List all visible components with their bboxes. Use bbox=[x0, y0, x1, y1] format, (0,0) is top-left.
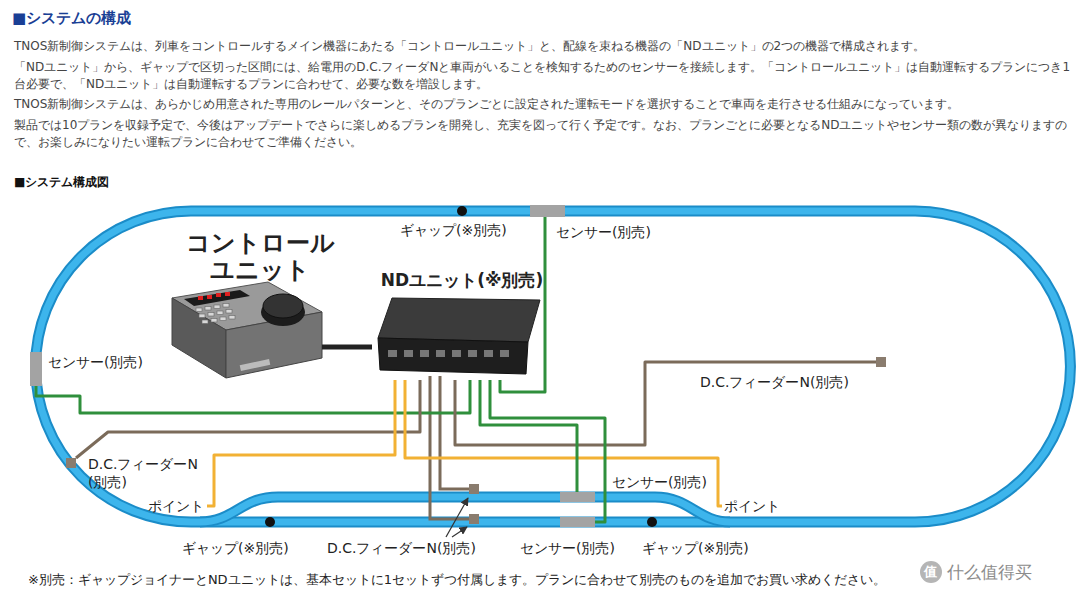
gap-dot bbox=[265, 517, 275, 527]
sensor: センサー(別売) bbox=[30, 352, 42, 386]
feeder-text: D.C.フィーダーN(別売) bbox=[700, 374, 710, 392]
leader-arrow bbox=[446, 498, 468, 537]
gap-label-text: ギャップ(※別売) bbox=[398, 222, 510, 240]
track-oval bbox=[36, 211, 1071, 522]
wire bbox=[76, 380, 420, 458]
control-unit-text: コントロール ユニット bbox=[185, 230, 335, 284]
watermark: 什么值得买 bbox=[947, 561, 1032, 584]
gap-label-text: ギャップ(※別売) bbox=[640, 540, 752, 558]
feeder-text: D.C.フィーダーN (別売) bbox=[88, 456, 206, 491]
leader-arrow bbox=[452, 527, 467, 537]
sensor: センサー(別売) bbox=[560, 517, 595, 527]
wire bbox=[405, 380, 722, 506]
feeder: D.C.フィーダーN(別売) bbox=[876, 357, 886, 367]
wire bbox=[207, 380, 395, 506]
sensor-text: センサー(別売) bbox=[612, 474, 647, 492]
nd-unit-text: NDユニット(※別売) bbox=[372, 268, 552, 292]
footnote: ※別売：ギャップジョイナーとNDユニットは、基本セットに1セットずつ付属します。… bbox=[28, 571, 886, 589]
sensor-text: センサー(別売) bbox=[556, 224, 591, 242]
control-cable bbox=[322, 345, 372, 350]
gap-label: ギャップ(※別売) bbox=[180, 540, 292, 558]
body-text: 製品では10プランを収録予定で、今後はアップデートでさらに楽しめるプランを開発し… bbox=[14, 117, 1072, 151]
point-label-text: ポイント bbox=[146, 498, 207, 516]
feeder-marker bbox=[469, 514, 479, 524]
gap-dot bbox=[647, 517, 657, 527]
sensor-text: センサー(別売) bbox=[520, 540, 555, 558]
wire bbox=[490, 380, 605, 522]
sensor: センサー(別売) bbox=[560, 492, 595, 502]
point-label: ポイント bbox=[722, 498, 783, 516]
gap-label: ギャップ(※別売) bbox=[398, 222, 510, 240]
feeder-label: D.C.フィーダーN(別売) bbox=[325, 540, 479, 558]
watermark-icon-text: 值 bbox=[924, 563, 937, 581]
sensor-text: センサー(別売) bbox=[48, 354, 60, 372]
sensor: センサー(別売) bbox=[530, 205, 565, 217]
gap-label: ギャップ(※別売) bbox=[640, 540, 752, 558]
feeder-marker bbox=[469, 484, 479, 494]
control-unit-illustration bbox=[172, 282, 322, 378]
gap-label-text: ギャップ(※別売) bbox=[180, 540, 292, 558]
feeder-label-text: D.C.フィーダーN(別売) bbox=[325, 540, 479, 558]
section-heading: ■システム構成図 bbox=[14, 174, 109, 191]
watermark-icon bbox=[920, 561, 942, 583]
control-unit: コントロール ユニット bbox=[160, 230, 322, 390]
wire bbox=[500, 217, 545, 392]
point-label: ポイント bbox=[146, 498, 207, 516]
gap-dot bbox=[457, 206, 467, 216]
feeder-wire bbox=[430, 376, 469, 519]
body-text: TNOS新制御システムは、列車をコントロールするメイン機器にあたる「コントロール… bbox=[14, 38, 1072, 55]
track-oval bbox=[36, 211, 1071, 522]
point-label-text: ポイント bbox=[722, 498, 783, 516]
body-text: 「NDユニット」から、ギャップで区切った区間には、給電用のD.C.フィーダNと車… bbox=[14, 59, 1072, 93]
page-title: ■システムの構成 bbox=[12, 9, 131, 28]
wire bbox=[480, 380, 577, 492]
nd-unit-illustration bbox=[378, 298, 540, 374]
feeder: D.C.フィーダーN (別売) bbox=[66, 458, 76, 468]
body-text: TNOS新制御システムは、あらかじめ用意された専用のレールパターンと、そのプラン… bbox=[14, 96, 1072, 113]
nd-unit: NDユニット(※別売) bbox=[372, 268, 552, 380]
wire bbox=[455, 362, 876, 445]
